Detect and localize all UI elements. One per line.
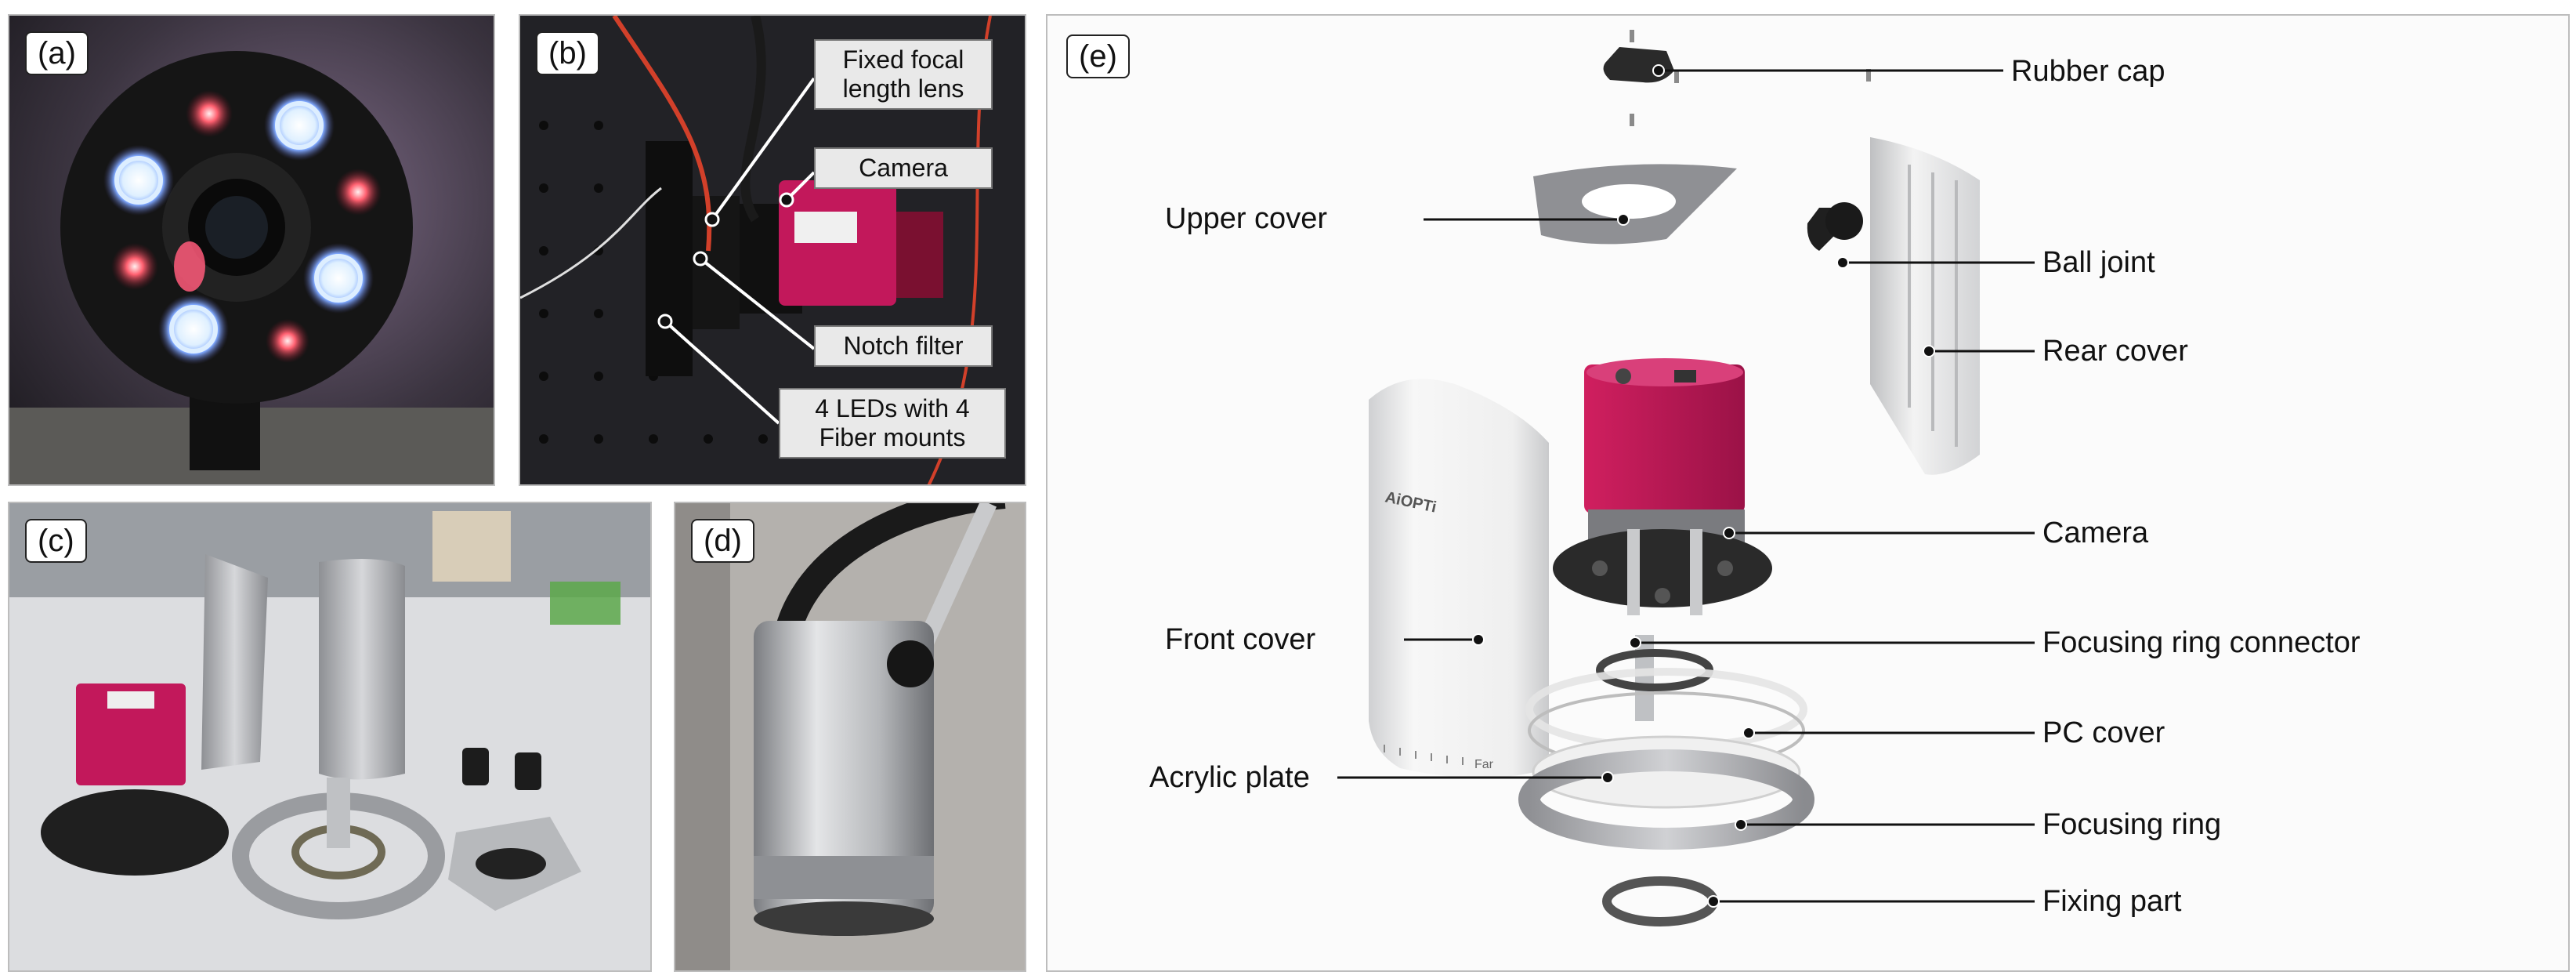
label-front-cover: Front cover (1165, 623, 1316, 656)
label-fixing-part: Fixing part (2042, 885, 2182, 918)
tag-notch-filter: Notch filter (814, 325, 993, 367)
white-led-icon (264, 90, 335, 161)
red-led-icon (266, 319, 309, 363)
label-rear-cover: Rear cover (2042, 335, 2188, 368)
front-cover-scale-text: Far (1474, 758, 1494, 771)
panel-c: (c) (8, 502, 652, 972)
panel-a-label: (a) (25, 31, 89, 75)
panel-b: (b) Fixed focal length lens Camera Notch… (519, 14, 1026, 486)
assembled-device-photo (675, 503, 1025, 970)
label-focusing-ring-connector: Focusing ring connector (2042, 626, 2361, 659)
focusing-ring-icon (1518, 749, 1814, 850)
panel-e-label: (e) (1066, 34, 1130, 78)
tag-4-leds: 4 LEDs with 4 Fiber mounts (779, 388, 1006, 459)
label-camera: Camera (2042, 517, 2149, 549)
label-pc-cover: PC cover (2042, 716, 2165, 749)
red-led-icon (335, 169, 382, 216)
tag-camera: Camera (814, 147, 993, 189)
panel-a: (a) (8, 14, 495, 486)
white-led-icon (158, 294, 229, 364)
label-acrylic-plate: Acrylic plate (1149, 761, 1310, 794)
led-ring-photo (9, 16, 494, 484)
ball-joint-icon (887, 640, 934, 687)
camera-icon (1584, 364, 1745, 513)
panel-c-label: (c) (25, 519, 87, 563)
panel-d: (d) (674, 502, 1026, 972)
panel-b-leader-lines (657, 77, 816, 425)
panel-d-label: (d) (691, 519, 754, 563)
rear-cover-icon (1870, 137, 1980, 475)
label-focusing-ring: Focusing ring (2042, 808, 2222, 841)
fixing-part-icon (1602, 876, 1718, 926)
cover-icon (319, 559, 405, 780)
label-rubber-cap: Rubber cap (2011, 55, 2165, 88)
label-ball-joint: Ball joint (2042, 246, 2155, 279)
panel-b-label: (b) (536, 31, 599, 75)
panel-e: AiOPTi Far (1046, 14, 2570, 972)
red-led-icon (186, 90, 233, 137)
exploded-view-drawing: AiOPTi Far (1337, 30, 2035, 926)
label-upper-cover: Upper cover (1165, 202, 1327, 235)
tag-fixed-focal-lens: Fixed focal length lens (814, 39, 993, 110)
white-led-icon (103, 145, 174, 216)
rubber-cap-icon (1603, 47, 1674, 83)
disassembled-parts-photo (9, 503, 650, 970)
camera-body-icon (76, 683, 186, 785)
white-led-icon (303, 243, 374, 314)
front-cover-icon (1369, 379, 1549, 778)
cylinder-body-icon (754, 621, 934, 919)
red-led-icon (111, 243, 158, 290)
